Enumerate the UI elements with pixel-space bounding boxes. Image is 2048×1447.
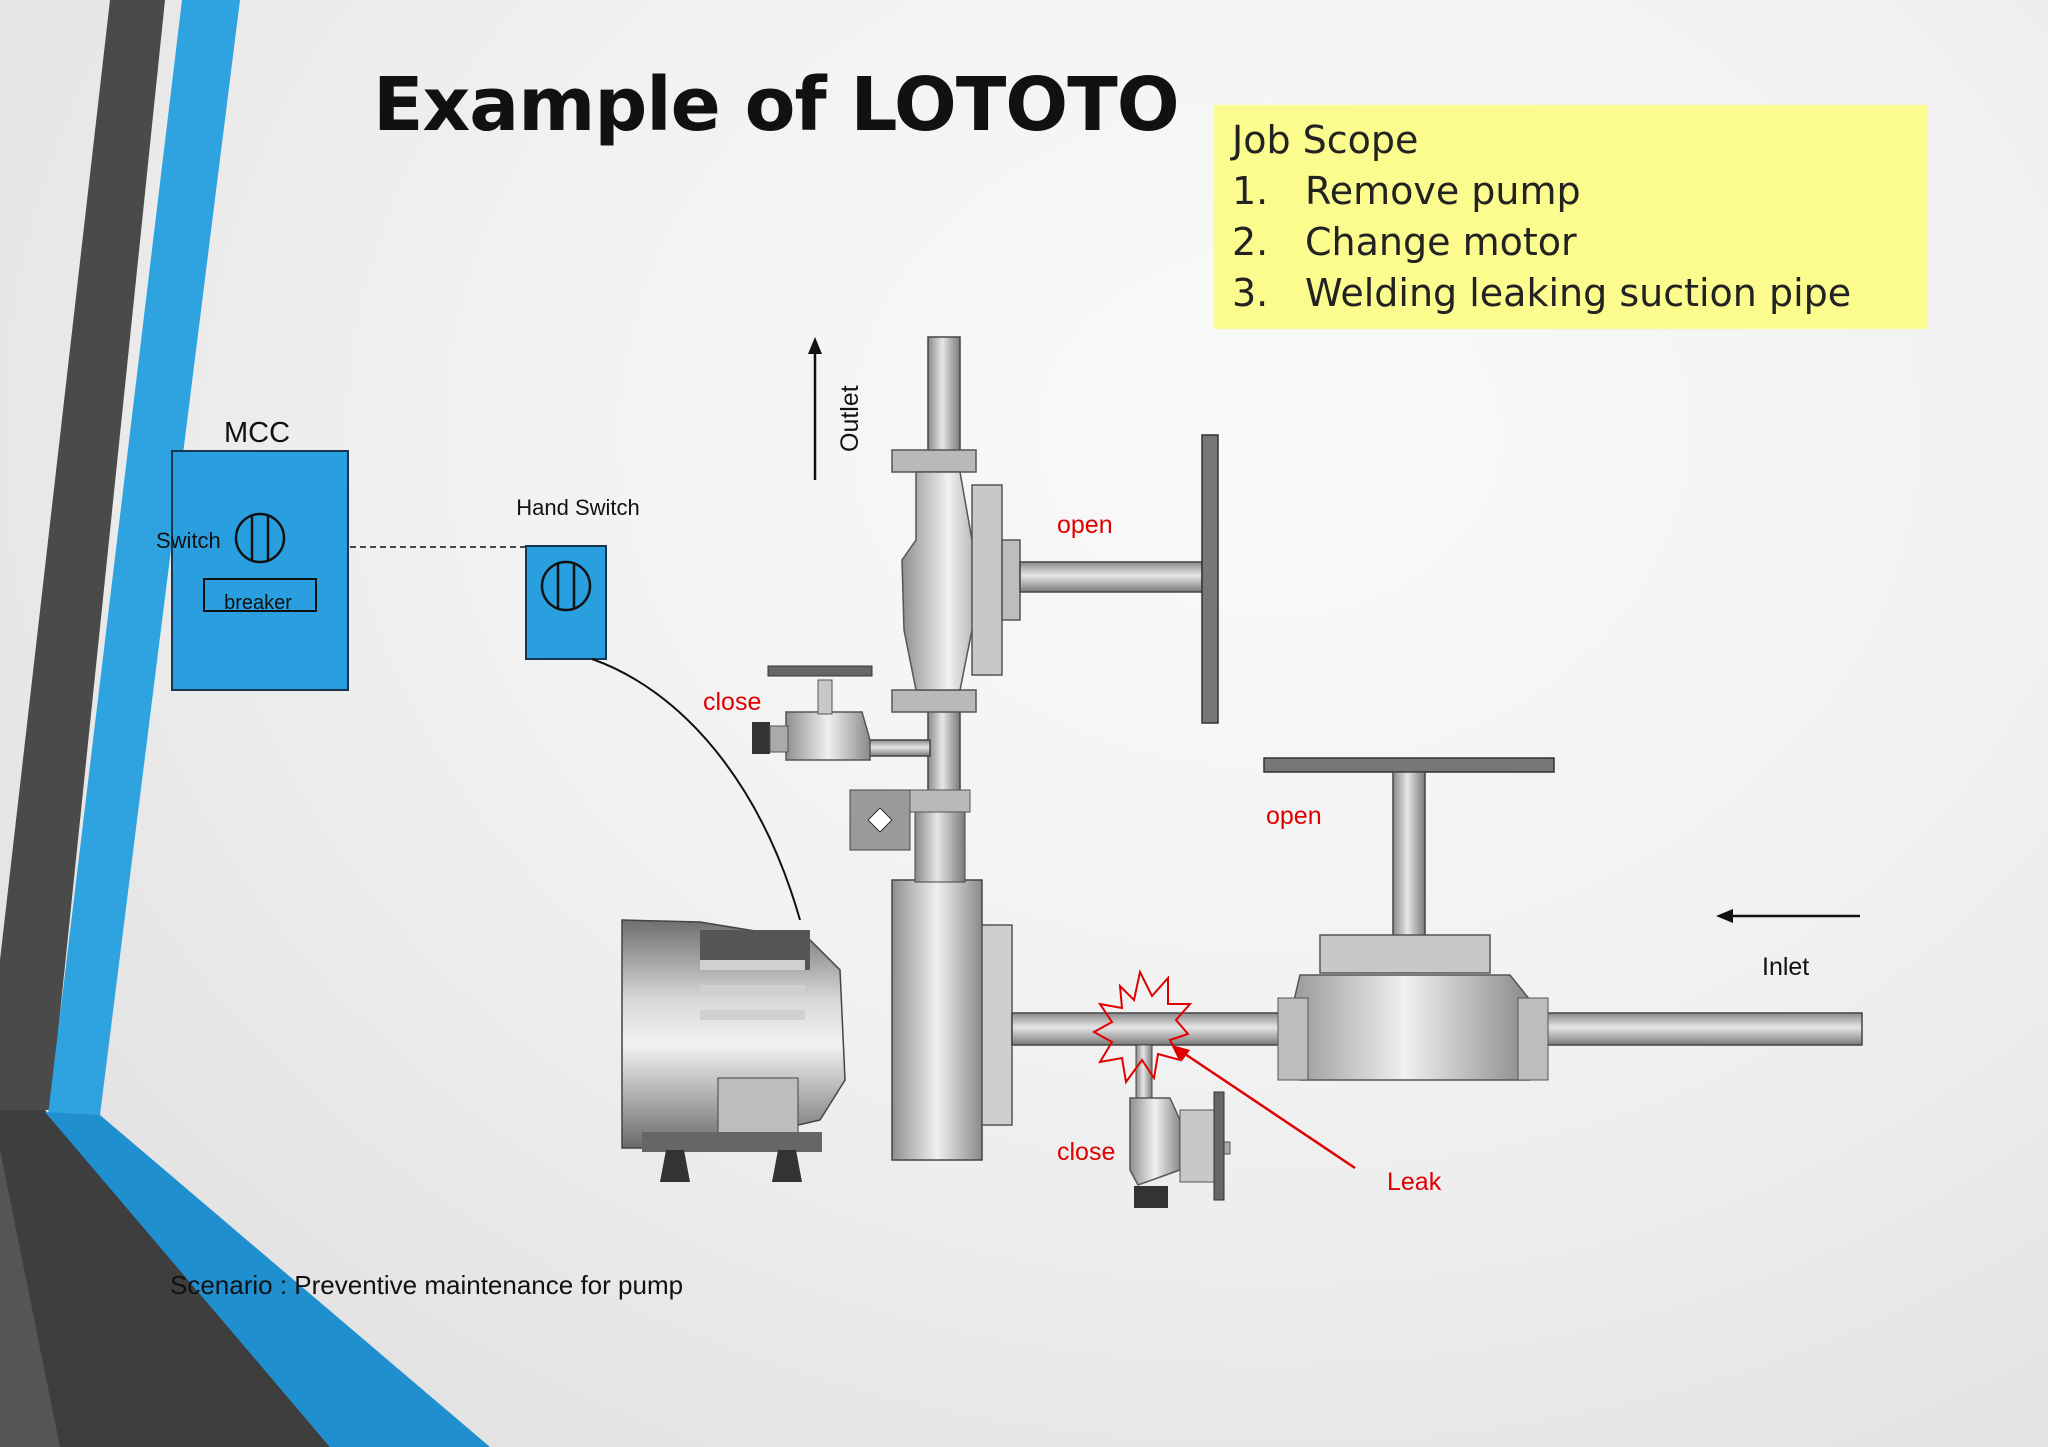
outlet-valve bbox=[891, 434, 1219, 724]
hand-switch: Hand Switch bbox=[516, 495, 640, 660]
job-scope-item-number: 2. bbox=[1232, 220, 1269, 264]
job-scope-item-number: 3. bbox=[1232, 271, 1269, 315]
outlet-label: Outlet bbox=[836, 385, 864, 452]
job-scope-list: 1. Remove pump 2. Change motor 3. Weldin… bbox=[1232, 166, 1909, 319]
inlet-label: Inlet bbox=[1762, 953, 1809, 981]
outlet-valve-state: open bbox=[1057, 511, 1113, 539]
suction-drain-state: close bbox=[1057, 1138, 1115, 1166]
inlet-arrow bbox=[1716, 909, 1860, 923]
discharge-drain-valve bbox=[752, 665, 931, 761]
switch-label: Switch bbox=[156, 528, 221, 553]
hand-switch-label: Hand Switch bbox=[516, 495, 640, 520]
inlet-valve-state: open bbox=[1266, 802, 1322, 830]
breaker-box bbox=[203, 578, 317, 612]
mcc-switch-icon bbox=[234, 512, 286, 564]
pump-casing bbox=[891, 879, 983, 1161]
job-scope-heading: Job Scope bbox=[1232, 118, 1419, 162]
pump-motor-assembly bbox=[621, 789, 1013, 1182]
breaker-label: breaker bbox=[224, 592, 292, 614]
mcc-panel: MCC Switch breaker bbox=[156, 417, 349, 691]
job-scope-item: 3. Welding leaking suction pipe bbox=[1232, 268, 1909, 319]
discharge-drain-state: close bbox=[703, 688, 761, 716]
slide-title: Example of LOTOTO bbox=[373, 62, 1180, 148]
outlet-valve-handwheel bbox=[1201, 434, 1219, 724]
job-scope-item: 1. Remove pump bbox=[1232, 166, 1909, 217]
mcc-label: MCC bbox=[224, 417, 290, 449]
hand-switch-icon bbox=[540, 560, 592, 612]
job-scope-box: Job Scope 1. Remove pump 2. Change motor… bbox=[1214, 105, 1927, 329]
job-scope-item: 2. Change motor bbox=[1232, 217, 1909, 268]
job-scope-item-text: Welding leaking suction pipe bbox=[1305, 271, 1852, 315]
suction-drain-valve bbox=[1129, 1044, 1231, 1208]
outlet-arrow bbox=[808, 337, 822, 480]
inlet-valve bbox=[1263, 757, 1555, 1081]
inlet-valve-handwheel bbox=[1263, 757, 1555, 773]
job-scope-item-number: 1. bbox=[1232, 169, 1269, 213]
motor-cable bbox=[591, 658, 801, 921]
job-scope-item-text: Remove pump bbox=[1305, 169, 1581, 213]
leak-label: Leak bbox=[1387, 1168, 1442, 1196]
scenario-caption: Scenario : Preventive maintenance for pu… bbox=[170, 1270, 684, 1300]
leak-burst-icon bbox=[1091, 969, 1193, 1085]
leak-pointer-arrow bbox=[1172, 1045, 1356, 1170]
job-scope-item-text: Change motor bbox=[1305, 220, 1577, 264]
